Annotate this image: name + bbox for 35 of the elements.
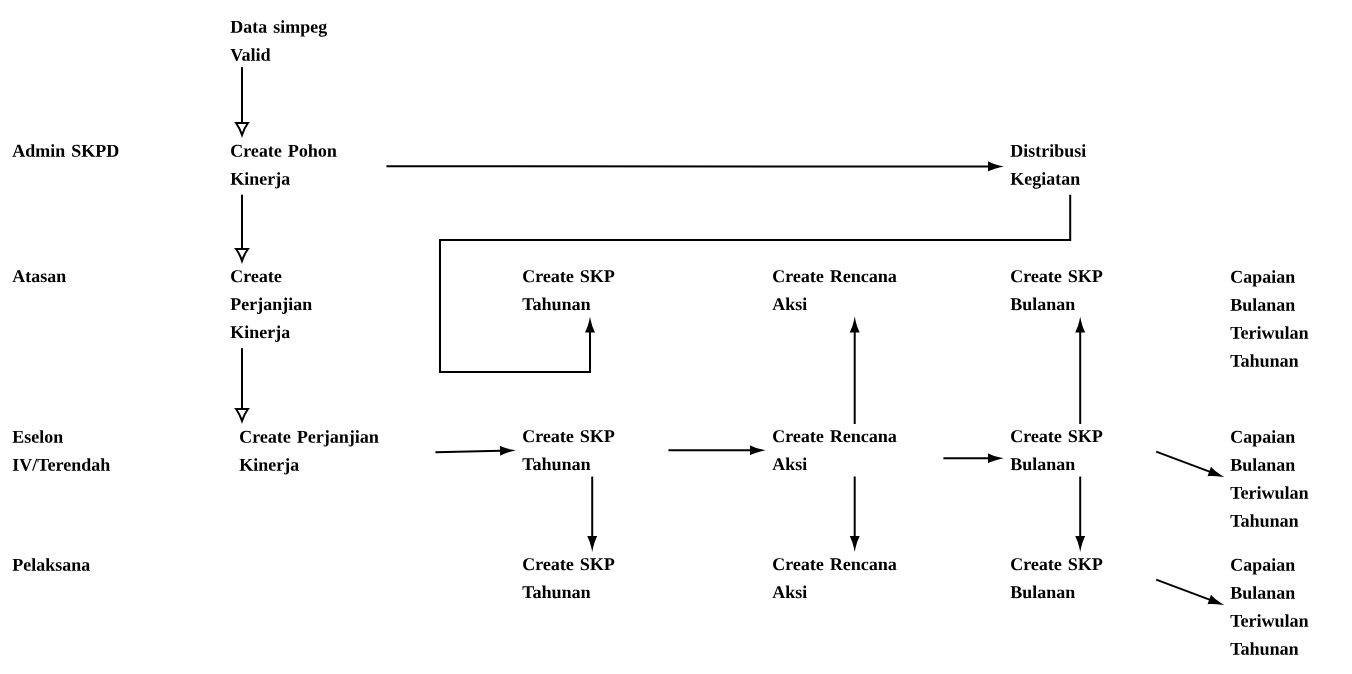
step-text: Create SKP Tahunan (522, 270, 615, 311)
arrow (439, 193, 1072, 373)
step-text: Create SKP Bulanan (1010, 430, 1103, 471)
arrow (942, 453, 1001, 463)
row-label: Atasan (12, 270, 66, 283)
arrow (1155, 450, 1221, 477)
step-text: Create Pohon Kinerja (230, 144, 337, 189)
step-text: Capaian Bulanan Teriwulan Tahunan (1230, 558, 1309, 655)
arrow (235, 122, 249, 136)
arrow (587, 475, 597, 549)
step-text: Create SKP Bulanan (1010, 270, 1103, 311)
step-text: Create Rencana Aksi (772, 270, 897, 311)
step-text: Create Perjanjian Kinerja (230, 270, 312, 342)
arrow (235, 408, 249, 422)
arrow (667, 445, 763, 455)
arrow (385, 162, 1001, 171)
arrow (1155, 578, 1221, 605)
row-label: Eselon IV/Terendah (12, 430, 110, 471)
step-text: Data simpeg Valid (230, 20, 327, 61)
step-text: Capaian Bulanan Teriwulan Tahunan (1230, 430, 1309, 527)
step-text: Create SKP Bulanan (1010, 558, 1103, 599)
step-text: Create Rencana Aksi (772, 558, 897, 599)
arrow (235, 248, 249, 262)
step-text: Create SKP Tahunan (522, 558, 615, 599)
arrow (1075, 320, 1085, 425)
row-label: Pelaksana (12, 558, 90, 571)
arrow (434, 446, 513, 456)
arrow (1075, 475, 1085, 549)
step-text: Capaian Bulanan Teriwulan Tahunan (1230, 270, 1309, 367)
step-text: Create Rencana Aksi (772, 430, 897, 471)
row-label: Admin SKPD (12, 144, 119, 157)
step-text: Distribusi Kegiatan (1010, 144, 1086, 189)
step-text: Create Perjanjian Kinerja (239, 430, 379, 475)
step-text: Create SKP Tahunan (522, 430, 615, 471)
arrow (850, 475, 860, 549)
